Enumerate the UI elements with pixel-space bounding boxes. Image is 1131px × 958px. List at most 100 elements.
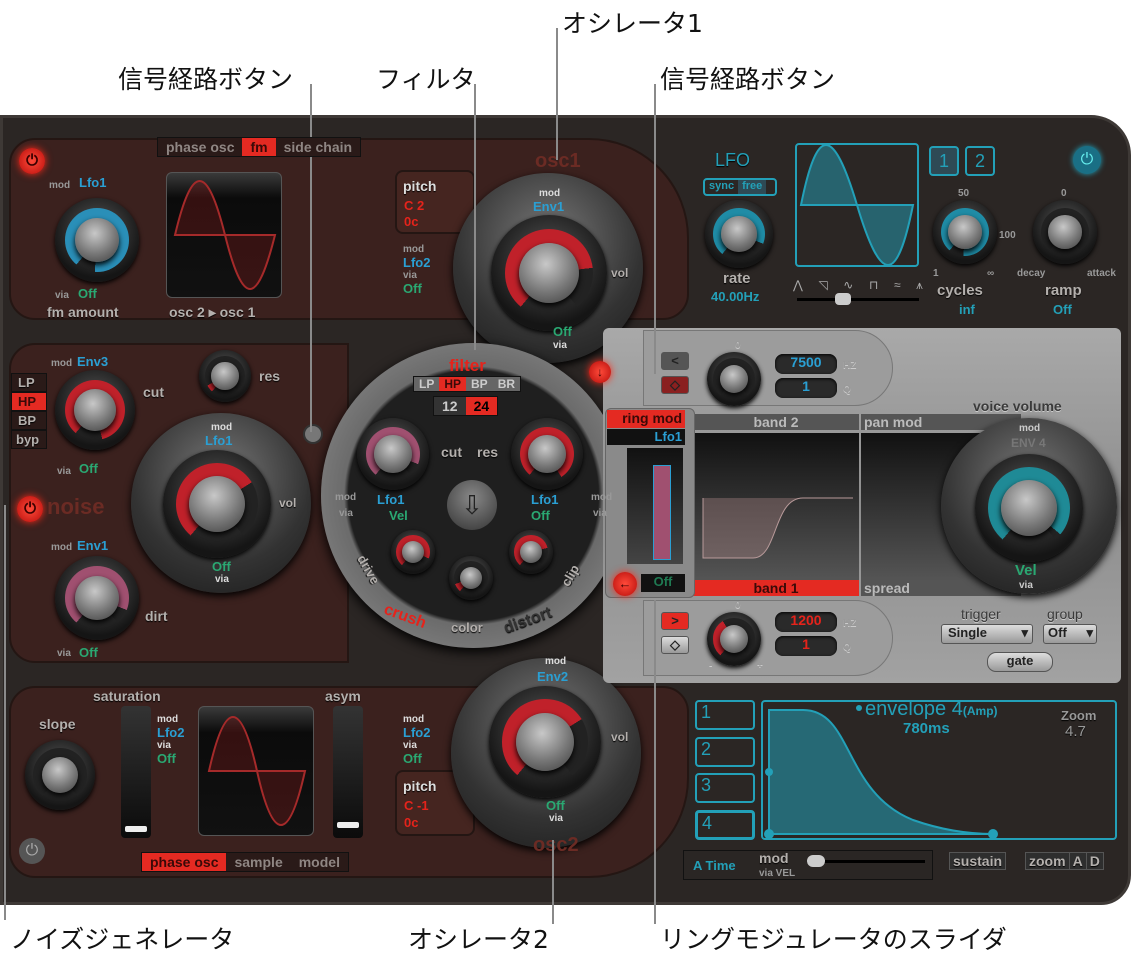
osc2-mode-selector[interactable]: phase osc sample model [141,852,349,872]
fm-mod-source[interactable]: Lfo1 [79,175,107,190]
mode-model[interactable]: model [298,854,340,870]
band2-shape-peak[interactable]: ◇ [661,376,689,394]
a-time-label[interactable]: A Time [693,858,736,873]
cut-mod-source[interactable]: Lfo1 [377,492,405,507]
group-select[interactable]: Off▾ [1043,624,1097,644]
filter-type-hp[interactable]: HP [11,392,47,411]
mode-fm[interactable]: fm [242,138,276,156]
signal-path-button-right[interactable]: ↓ [589,361,611,383]
lfo-sync[interactable]: sync [709,180,735,192]
band1-shape-peak[interactable]: ◇ [661,636,689,654]
noise-via-source[interactable]: Off [212,559,231,574]
envelope-tab-2[interactable]: 2 [695,737,755,767]
pan-mod-bar[interactable]: pan mod [861,414,1021,430]
lfo-waveform-slider[interactable] [797,293,919,305]
osc1-pitch-note[interactable]: C 2 [404,198,425,213]
dirt-via-source[interactable]: Off [79,645,98,660]
osc1-power-button[interactable]: ⏻ [19,148,45,174]
clip-knob[interactable] [509,530,553,574]
fm-amount-knob[interactable] [55,198,139,282]
noise-power-button[interactable]: ⏻ [17,496,43,522]
drive-knob[interactable] [391,530,435,574]
dirt-knob[interactable] [55,556,139,640]
band1-freq[interactable]: 1200 [775,612,837,632]
lfo-cycles-knob[interactable] [933,200,997,264]
osc2-vol-knob[interactable] [489,686,601,798]
filter-type-hp[interactable]: HP [439,377,467,391]
osc2-pitch-via[interactable]: Off [403,751,422,766]
saturation-slider[interactable] [121,706,151,838]
mode-side-chain[interactable]: side chain [283,139,353,155]
band1-gain-knob[interactable] [707,612,761,666]
res-via-source[interactable]: Off [531,508,550,523]
cut-via-source[interactable]: Vel [389,508,408,523]
osc2-pitch-note[interactable]: C -1 [404,798,429,813]
sustain-button[interactable]: sustain [949,852,1007,870]
osc2-power-button[interactable]: ⏻ [19,838,45,864]
osc2-pitch-cents[interactable]: 0c [404,815,419,830]
osc2-pitch-mod[interactable]: Lfo2 [403,725,431,740]
band2-gain-knob[interactable] [707,352,761,406]
filter-slope-12[interactable]: 12 [442,398,458,414]
filter-slope-24[interactable]: 24 [465,397,498,415]
left-filter-res-knob[interactable] [199,350,251,402]
left-filter-cut-knob[interactable] [55,370,135,450]
lfo-cycles-value[interactable]: inf [959,302,975,317]
filter-type-bp[interactable]: BP [11,411,47,430]
sine-icon[interactable]: ∿ [843,278,854,292]
lfo-rate-knob[interactable] [705,200,773,268]
filter-type-selector[interactable]: LP HP BP BR [413,376,522,392]
env-mod-slider[interactable] [807,855,925,867]
dirt-mod-source[interactable]: Env1 [77,538,109,553]
res-mod-source[interactable]: Lfo1 [531,492,559,507]
osc1-pitch-mod[interactable]: Lfo2 [403,255,431,270]
osc2-vol-mod[interactable]: Env2 [537,669,569,684]
filter-cut-knob[interactable] [357,418,429,490]
filter-res-knob[interactable] [511,418,583,490]
mode-phase-osc[interactable]: phase osc [166,139,235,155]
square-icon[interactable]: ⊓ [868,278,879,292]
lfo-ramp-knob[interactable] [1033,200,1097,264]
band2-shape-highshelf[interactable]: < [661,352,689,370]
color-knob[interactable] [449,556,493,600]
osc1-vol-knob[interactable] [491,215,607,331]
triangle-icon[interactable]: ⋀ [793,278,803,292]
band2-freq[interactable]: 7500 [775,354,837,374]
gate-button[interactable]: gate [987,652,1053,672]
mode-sample[interactable]: sample [234,854,283,870]
envelope-tab-3[interactable]: 3 [695,773,755,803]
voice-via-source[interactable]: Vel [1015,562,1037,579]
band1-q[interactable]: 1 [775,636,837,656]
band1-bar[interactable]: band 1 [693,580,859,596]
lfo-ramp-value[interactable]: Off [1053,302,1072,317]
signal-path-button-left[interactable] [303,424,323,444]
osc1-vol-via[interactable]: Off [553,324,572,339]
osc1-mode-selector[interactable]: phase osc fm side chain [157,137,362,157]
envelope-tab-4[interactable]: 4 [695,810,755,840]
random-smooth-icon[interactable]: ≈ [893,278,901,292]
osc1-vol-mod[interactable]: Env1 [533,199,565,214]
ring-mod-route-button[interactable]: ← [613,572,637,596]
filter-type-bp[interactable]: BP [471,377,488,391]
lfo-rate-value[interactable]: 40.00Hz [711,289,760,304]
lfo-tab-1[interactable]: 1 [929,146,959,176]
band2-bar[interactable]: band 2 [693,414,859,430]
envelope-tab-1[interactable]: 1 [695,700,755,730]
zoom-a-button[interactable]: A [1068,853,1086,869]
left-filter-mod-source[interactable]: Env3 [77,354,109,369]
osc1-pitch-via[interactable]: Off [403,281,422,296]
filter-type-bypass[interactable]: byp [11,430,47,449]
zoom-button[interactable]: zoom [1029,853,1066,869]
ring-mod-source[interactable]: Lfo1 [607,429,685,445]
lfo-sync-free-toggle[interactable]: sync free [703,178,777,196]
left-filter-type-selector[interactable]: LP HP BP byp [11,373,47,449]
slope-knob[interactable] [25,740,95,810]
ring-mod-via-source[interactable]: Off [641,574,685,592]
lfo-waveform-selector[interactable]: ⋀◹∿⊓≈⩚ [793,278,923,293]
mode-phase-osc[interactable]: phase osc [142,853,227,871]
left-filter-via-source[interactable]: Off [79,461,98,476]
trigger-select[interactable]: Single▾ [941,624,1033,644]
voice-mod-source[interactable]: ENV 4 [1011,436,1046,450]
random-icon[interactable]: ⩚ [916,278,923,292]
lfo-power-button[interactable]: ⏻ [1073,146,1101,174]
